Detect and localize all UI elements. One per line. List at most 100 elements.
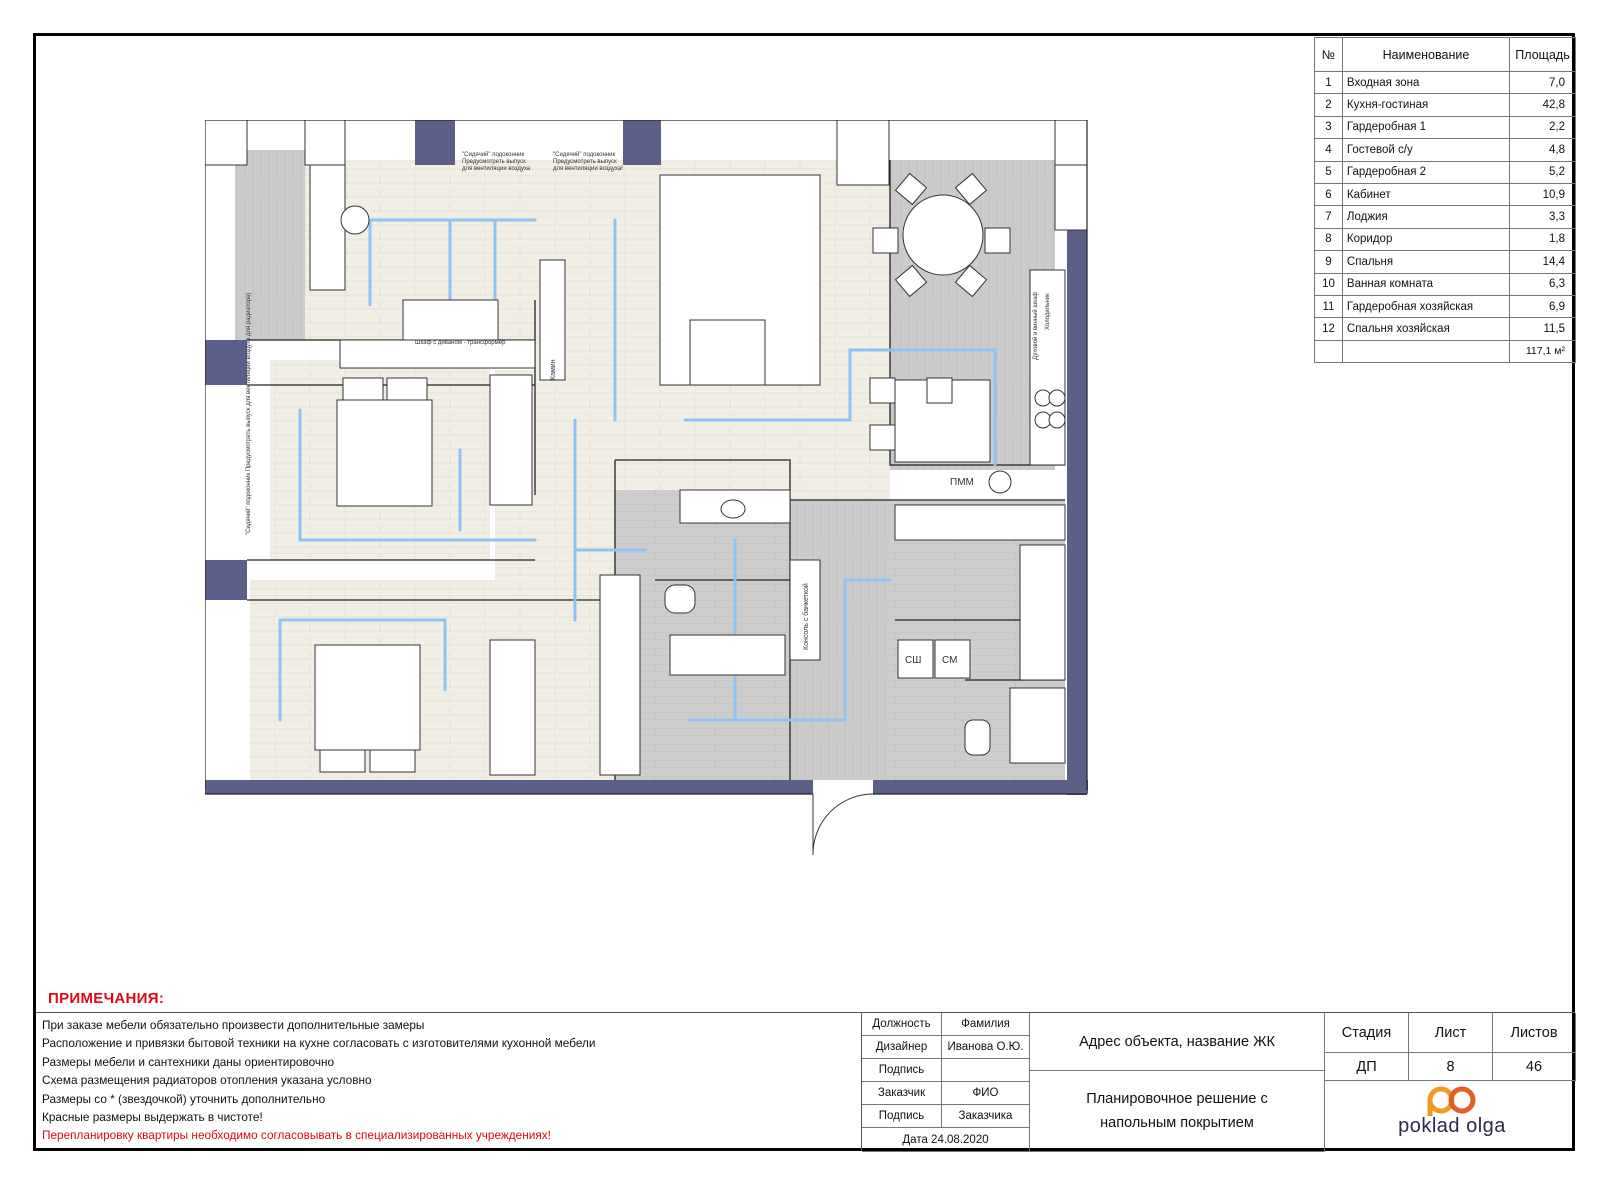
note-2: Расположение и привязки бытовой техники … <box>42 1036 596 1051</box>
room-num: 11 <box>1314 294 1343 319</box>
room-area: 1,8 <box>1509 227 1576 252</box>
room-area: 10,9 <box>1509 182 1576 207</box>
room-area: 6,3 <box>1509 272 1576 296</box>
washer-label: СМ <box>942 655 957 666</box>
room-area: 4,8 <box>1509 138 1576 162</box>
room-total: 117,1 м² <box>1509 339 1576 364</box>
room-num: 6 <box>1314 182 1343 207</box>
room-area: 5,2 <box>1509 160 1576 184</box>
room-num: 4 <box>1314 138 1343 162</box>
fridge-label: Холодильник <box>1045 293 1051 330</box>
stamp-customer-sign: Заказчика <box>942 1105 1030 1128</box>
note-5: Размеры со * (звездочкой) уточнить допол… <box>42 1091 326 1106</box>
room-num: 12 <box>1314 317 1343 341</box>
col-num: № <box>1314 37 1343 72</box>
note-6: Красные размеры выдержать в чистоте! <box>42 1110 263 1125</box>
stamp-stage: ДП <box>1325 1053 1409 1081</box>
stamp-sheet-title: Планировочное решение с напольным покрыт… <box>1030 1071 1325 1152</box>
note-1: При заказе мебели обязательно произвести… <box>42 1018 425 1032</box>
logo-mark-icon <box>1427 1086 1476 1116</box>
room-name: Коридор <box>1341 227 1511 252</box>
note-4: Схема размещения радиаторов отопления ук… <box>42 1073 372 1088</box>
room-area: 6,9 <box>1509 294 1576 319</box>
notes-title: ПРИМЕЧАНИЯ: <box>48 990 165 1007</box>
room-area: 11,5 <box>1509 317 1576 341</box>
room-num: 3 <box>1314 115 1343 140</box>
stamp-customer: Заказчик <box>862 1082 942 1105</box>
fireplace-label: Камин <box>550 359 557 380</box>
room-name: Лоджия <box>1341 205 1511 229</box>
room-total-row: 117,1 м² <box>1314 339 1576 364</box>
sofa-bed-label: Шкаф с диваном - трансформер <box>415 340 506 346</box>
notes-block: При заказе мебели обязательно произвести… <box>36 1012 862 1146</box>
stamp-designer: Дизайнер <box>862 1036 942 1059</box>
sill-label-2: "Сидячий" подоконник <box>553 151 615 158</box>
room-area: 7,0 <box>1509 70 1576 95</box>
console-label: Консоль с банкеткой <box>802 583 810 650</box>
sill-label-1b: Предусмотреть выпуск <box>462 159 526 165</box>
stamp-sheets: 46 <box>1493 1053 1576 1081</box>
room-name: Гардеробная 1 <box>1341 115 1511 140</box>
stamp-name-header: Фамилия <box>942 1013 1030 1036</box>
room-num: 2 <box>1314 93 1343 117</box>
stamp-sheet: 8 <box>1409 1053 1493 1081</box>
title-block: Должность Фамилия Дизайнер Иванова О.Ю. … <box>861 1012 1576 1152</box>
dryer-label: СШ <box>905 655 921 666</box>
stamp-sheets-header: Листов <box>1493 1013 1576 1053</box>
stamp-date: Дата 24.08.2020 <box>862 1128 1030 1152</box>
room-area: 3,3 <box>1509 205 1576 229</box>
dishwasher-label: ПММ <box>950 477 974 488</box>
room-total-label <box>1341 339 1511 364</box>
sill-label-3: "Сидячий" подоконник Предусмотреть выпус… <box>245 293 252 535</box>
stamp-address: Адрес объекта, название ЖК <box>1030 1013 1325 1071</box>
room-name: Входная зона <box>1341 70 1511 95</box>
stamp-designer-name: Иванова О.Ю. <box>942 1036 1030 1059</box>
note-warning: Перепланировку квартиры необходимо согла… <box>42 1128 551 1143</box>
room-name: Гостевой с/у <box>1341 138 1511 162</box>
room-num: 1 <box>1314 70 1343 95</box>
room-area: 42,8 <box>1509 93 1576 117</box>
sill-label-2c: для вентиляции воздуха! <box>553 166 623 172</box>
stamp-sign-1-value <box>942 1059 1030 1082</box>
room-name: Гардеробная хозяйская <box>1341 294 1511 319</box>
stamp-sheet-header: Лист <box>1409 1013 1493 1053</box>
oven-label: Духовой и винный шкаф <box>1032 292 1039 360</box>
col-area: Площадь <box>1509 37 1576 72</box>
room-num: 10 <box>1314 272 1343 296</box>
room-name: Гардеробная 2 <box>1341 160 1511 184</box>
room-area: 14,4 <box>1509 250 1576 274</box>
stamp-sign-2: Подпись <box>862 1105 942 1128</box>
stamp-role-header: Должность <box>862 1013 942 1036</box>
room-name: Кабинет <box>1341 182 1511 207</box>
room-name: Кухня-гостиная <box>1341 93 1511 117</box>
col-name: Наименование <box>1341 37 1511 72</box>
room-area: 2,2 <box>1509 115 1576 140</box>
stamp-sign-1: Подпись <box>862 1059 942 1082</box>
stamp-customer-name: ФИО <box>942 1082 1030 1105</box>
room-num: 5 <box>1314 160 1343 184</box>
room-num: 8 <box>1314 227 1343 252</box>
room-total-num <box>1314 339 1343 364</box>
stamp-stage-header: Стадия <box>1325 1013 1409 1053</box>
sill-label-2b: Предусмотреть выпуск <box>553 159 617 165</box>
room-name: Спальня хозяйская <box>1341 317 1511 341</box>
room-num: 7 <box>1314 205 1343 229</box>
floor-plan: "Сидячий" подоконник Предусмотреть выпус… <box>205 120 1088 856</box>
room-num: 9 <box>1314 250 1343 274</box>
note-3: Размеры мебели и сантехники даны ориенти… <box>42 1054 335 1069</box>
sill-label-1c: для вентиляции воздуха <box>462 166 531 172</box>
logo-text: poklad olga <box>1398 1115 1506 1137</box>
floor-loggia <box>235 150 305 340</box>
